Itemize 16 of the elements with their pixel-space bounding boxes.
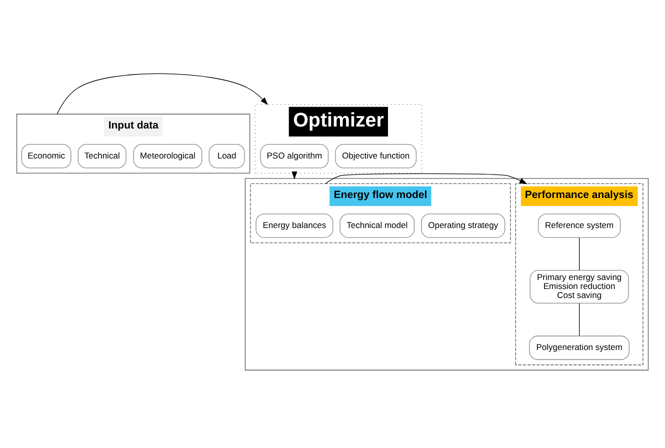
node-box: PSO algorithm: [260, 143, 329, 168]
arrow: [56, 72, 268, 114]
connector: [578, 236, 580, 270]
node-box: Technical: [78, 143, 126, 168]
node-box: Meteorological: [133, 143, 202, 168]
node-box: Economic: [21, 143, 72, 168]
node-box: Load: [208, 143, 245, 168]
arrow: [325, 172, 528, 184]
node-box: Primary energy saving Emission reduction Cost saving: [530, 270, 629, 303]
connector: [578, 302, 580, 336]
node-box: Operating strategy: [421, 213, 506, 238]
node-box: Technical model: [340, 213, 415, 238]
node-box: Polygeneration system: [529, 335, 630, 360]
node-box: Reference system: [538, 213, 621, 238]
node-box: Energy balances: [256, 213, 334, 238]
node-box: Objective function: [335, 143, 417, 168]
